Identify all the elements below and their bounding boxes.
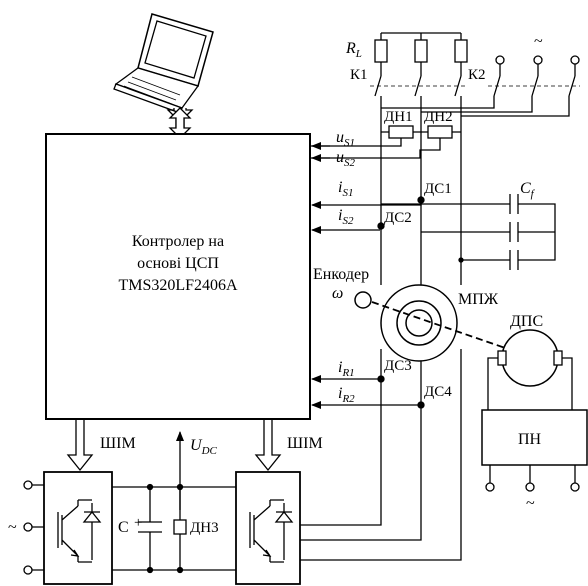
grid-tilde: ~	[534, 33, 543, 50]
switches-k1-k2	[370, 75, 580, 248]
cap-label: C	[118, 519, 129, 536]
dc-link	[112, 483, 236, 574]
grid-terminals	[495, 55, 580, 76]
filter-capacitors	[381, 194, 556, 270]
controller-line3: TMS320LF2406A	[118, 277, 238, 294]
dsp-controller-block	[45, 133, 311, 420]
pn-tilde: ~	[526, 495, 535, 512]
us2-label: uS2	[336, 149, 356, 169]
dps-label: ДПС	[510, 313, 543, 330]
dn3-label: ДН3	[190, 520, 219, 536]
machine-mpzh	[371, 284, 541, 362]
ds2-label: ДС2	[384, 210, 412, 226]
encoder-icon	[354, 291, 372, 309]
motor-icon	[487, 329, 573, 410]
udc-label: UDC	[190, 437, 218, 457]
mpzh-label: МПЖ	[458, 291, 499, 308]
current-sensors-stator	[377, 196, 425, 230]
igbt-icon-right	[235, 471, 301, 585]
ds3-label: ДС3	[384, 358, 412, 374]
cap-plus: +	[134, 515, 142, 531]
omega-label: ω	[332, 285, 343, 302]
current-sensors-rotor	[300, 349, 462, 561]
pwm-arrows	[66, 420, 282, 472]
k2-label: К2	[468, 67, 486, 83]
ds4-label: ДС4	[424, 384, 452, 400]
pn-label: ПН	[518, 431, 542, 448]
controller-title: Контролер на основі ЦСП TMS320LF2406A	[118, 233, 238, 294]
input-tilde: ~	[8, 519, 17, 536]
stator-feed-lines	[380, 248, 462, 285]
dn2-label: ДН2	[424, 109, 453, 125]
us1-label: uS1	[336, 129, 355, 149]
rl-label: RL	[345, 40, 362, 60]
igbt-icon-left	[43, 471, 113, 585]
controller-line2: основі ЦСП	[137, 255, 219, 272]
laptop-icon	[113, 13, 214, 114]
load-resistors	[374, 32, 468, 76]
pwm-left-label: ШІМ	[100, 435, 136, 452]
signal-arrows	[311, 142, 420, 409]
dn1-label: ДН1	[384, 109, 413, 125]
ac-input-terminals	[23, 480, 44, 575]
ir2-label: iR2	[338, 385, 355, 405]
voltage-sensors	[310, 125, 461, 159]
cf-label: Cf	[520, 180, 536, 200]
ds1-label: ДС1	[424, 181, 452, 197]
is1-label: iS1	[338, 179, 353, 199]
encoder-label: Енкодер	[313, 266, 369, 283]
ir1-label: iR1	[338, 359, 355, 379]
converter-pn	[481, 409, 588, 492]
pwm-right-label: ШІМ	[287, 435, 323, 452]
k1-label: К1	[350, 67, 368, 83]
is2-label: iS2	[338, 207, 354, 227]
controller-line1: Контролер на	[132, 233, 224, 250]
